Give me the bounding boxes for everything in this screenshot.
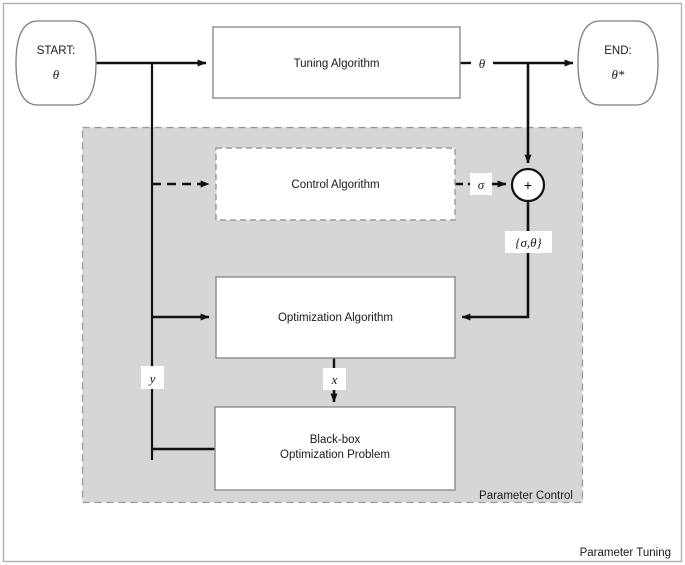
tuning-algorithm-box — [212, 26, 461, 99]
end-node — [577, 20, 659, 106]
optimization-algorithm-label: Optimization Algorithm — [278, 312, 393, 324]
start-node-title: START: — [37, 45, 76, 57]
summing-junction — [510, 167, 546, 203]
tuning-algorithm-label: Tuning Algorithm — [294, 58, 380, 70]
end-node-title: END: — [604, 45, 631, 57]
x-label-bg — [323, 368, 346, 390]
theta-label: θ — [479, 56, 486, 71]
control-algorithm-box — [215, 147, 456, 221]
optimization-algorithm-box — [215, 276, 456, 359]
control-algorithm-label: Control Algorithm — [291, 179, 379, 191]
x-label: x — [331, 372, 338, 387]
blackbox-problem-label-line2: Optimization Problem — [280, 449, 390, 461]
end-node-value: θ* — [612, 67, 625, 82]
start-node — [15, 20, 97, 106]
y-label: y — [148, 371, 156, 386]
y-label-bg — [141, 366, 164, 389]
start-node-value: θ — [53, 67, 60, 82]
sigma-label-bg — [470, 173, 492, 195]
blackbox-problem-box — [214, 406, 456, 491]
parameter-tuning-caption: Parameter Tuning — [580, 547, 671, 559]
parameter-control-caption: Parameter Control — [479, 490, 573, 502]
theta-label-bg — [471, 52, 493, 74]
summing-junction-operator: + — [524, 177, 532, 193]
sigma-theta-label-bg — [505, 231, 552, 253]
blackbox-problem-label-line1: Black-box — [310, 434, 361, 446]
sigma-theta-label: {σ,θ} — [515, 235, 542, 250]
sigma-label: σ — [478, 177, 485, 192]
